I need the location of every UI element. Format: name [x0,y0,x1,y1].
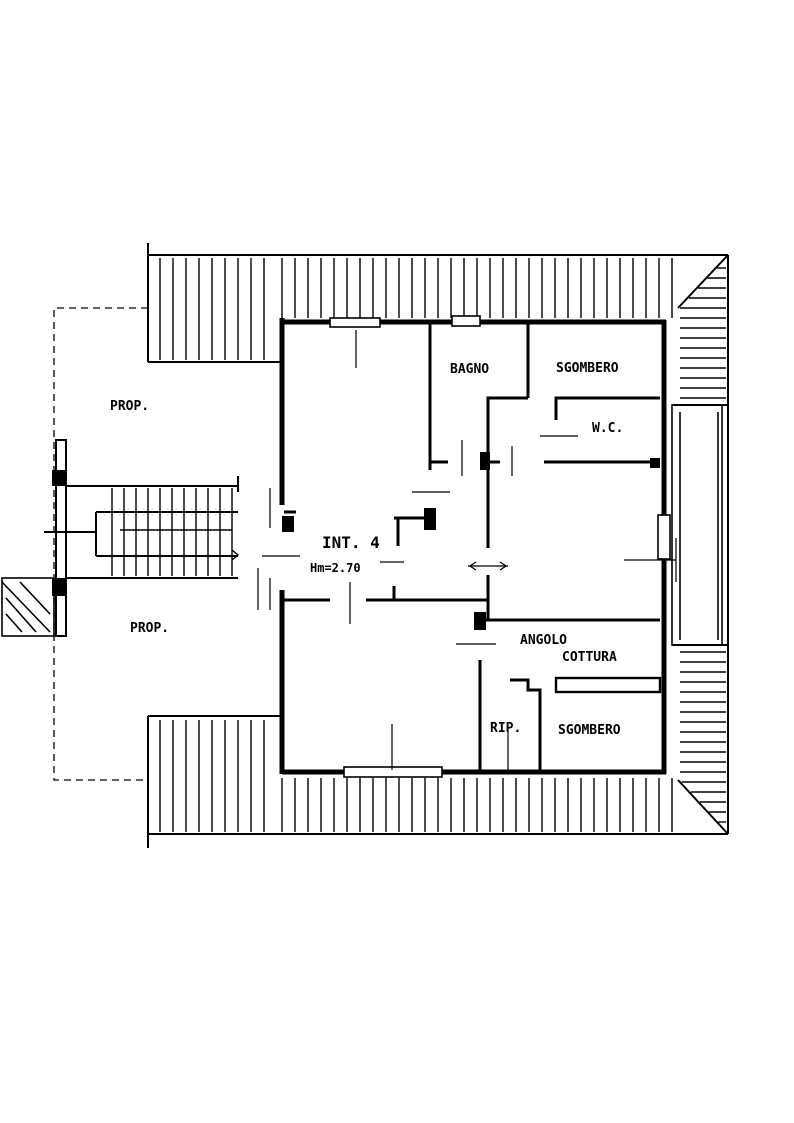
label-sgombero-bottom: SGOMBERO [558,723,621,738]
label-prop-bottom: PROP. [130,621,169,636]
label-angolo: ANGOLO [520,633,567,648]
roof-hatching-right [680,267,726,823]
label-int-4: INT. 4 [322,533,380,552]
staircase [111,488,240,576]
door-openings [257,330,677,770]
label-height: Hm=2.70 [310,561,361,575]
roof-outlines [147,243,729,848]
windows [329,315,671,778]
property-boundary-dashed [53,307,148,781]
label-cottura: COTTURA [562,650,617,665]
dimension-ticks [380,561,507,571]
interior-walls [284,324,662,770]
roof-hatching-top [159,258,673,360]
label-rip: RIP. [490,721,521,736]
right-terrace [671,404,723,646]
roof-hatching-bottom [159,720,673,832]
left-corner-roof [1,577,55,637]
label-bagno: BAGNO [450,362,489,377]
label-wc: W.C. [592,421,623,436]
label-sgombero-top: SGOMBERO [556,361,619,376]
stair-shaft-walls [44,439,239,637]
label-prop-top: PROP. [110,399,149,414]
